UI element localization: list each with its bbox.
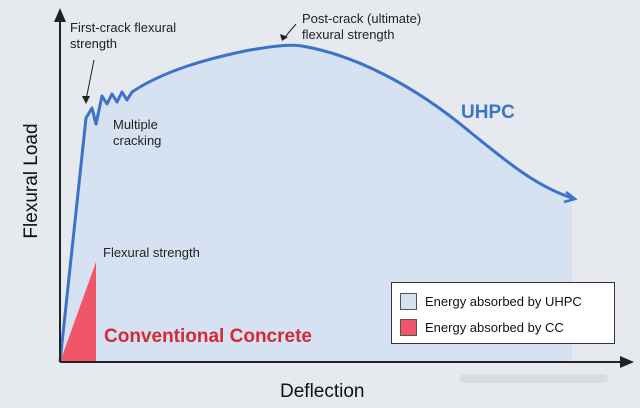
legend-label-cc: Energy absorbed by CC xyxy=(425,319,564,335)
post-crack-line-1: Post-crack (ultimate) xyxy=(302,11,422,26)
uhpc-curve-end-arrow xyxy=(563,191,578,204)
post-crack-annotation: Post-crack (ultimate) flexural strength xyxy=(302,11,421,43)
first-crack-pointer-head xyxy=(82,96,90,104)
post-crack-line-2: flexural strength xyxy=(302,27,395,42)
multiple-cracking-annotation: Multiple cracking xyxy=(113,117,161,149)
post-crack-pointer xyxy=(284,23,297,38)
flexural-strength-annotation: Flexural strength xyxy=(103,245,200,260)
first-crack-pointer xyxy=(85,59,95,101)
post-crack-pointer-head xyxy=(280,34,288,41)
cc-energy-area xyxy=(60,262,96,362)
legend-swatch-uhpc xyxy=(400,292,417,310)
legend: Energy absorbed by UHPC Energy absorbed … xyxy=(391,282,615,344)
legend-label-uhpc: Energy absorbed by UHPC xyxy=(425,293,582,309)
y-axis-label: Flexural Load xyxy=(21,123,42,239)
x-axis-arrow xyxy=(620,356,634,368)
first-crack-line-2: strength xyxy=(70,36,117,51)
multiple-cracking-line-2: cracking xyxy=(113,133,162,148)
legend-swatch-cc xyxy=(400,318,417,336)
conventional-concrete-label: Conventional Concrete xyxy=(104,326,312,347)
uhpc-curve xyxy=(58,43,573,363)
watermark-blur xyxy=(460,374,608,383)
y-axis-arrow xyxy=(54,8,66,22)
first-crack-line-1: First-crack flexural xyxy=(70,20,177,35)
multiple-cracking-line-1: Multiple xyxy=(113,117,158,132)
uhpc-label: UHPC xyxy=(461,102,515,123)
first-crack-annotation: First-crack flexural strength xyxy=(70,20,176,52)
x-axis-label: Deflection xyxy=(280,381,365,402)
legend-item-uhpc: Energy absorbed by UHPC xyxy=(400,291,582,311)
legend-item-cc: Energy absorbed by CC xyxy=(400,317,564,337)
